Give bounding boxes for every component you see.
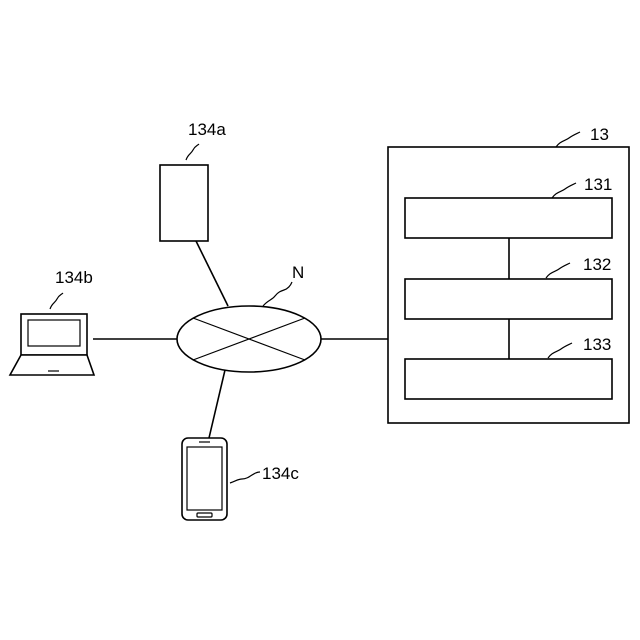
tablet-icon: [160, 165, 208, 241]
leader-device-c: [230, 472, 260, 483]
unit-1-box: [405, 198, 612, 238]
link-network-device-a: [196, 241, 228, 306]
unit-2-label: 132: [583, 255, 611, 274]
unit-1-label: 131: [584, 175, 612, 194]
smartphone-icon: [182, 438, 227, 520]
device-a-label: 134a: [188, 120, 226, 139]
laptop-icon: [10, 314, 94, 375]
leader-device-a: [186, 144, 199, 160]
unit-2-box: [405, 279, 612, 319]
unit-3-box: [405, 359, 612, 399]
leader-device-b: [50, 293, 63, 309]
leader-server: [556, 132, 580, 147]
unit-3-label: 133: [583, 335, 611, 354]
network-label: N: [292, 263, 304, 282]
server-label: 13: [590, 125, 609, 144]
device-c-label: 134c: [262, 464, 299, 483]
leader-network: [263, 282, 292, 306]
link-network-device-c: [209, 370, 225, 438]
network-cloud-icon: [177, 306, 321, 372]
device-b-label: 134b: [55, 268, 93, 287]
